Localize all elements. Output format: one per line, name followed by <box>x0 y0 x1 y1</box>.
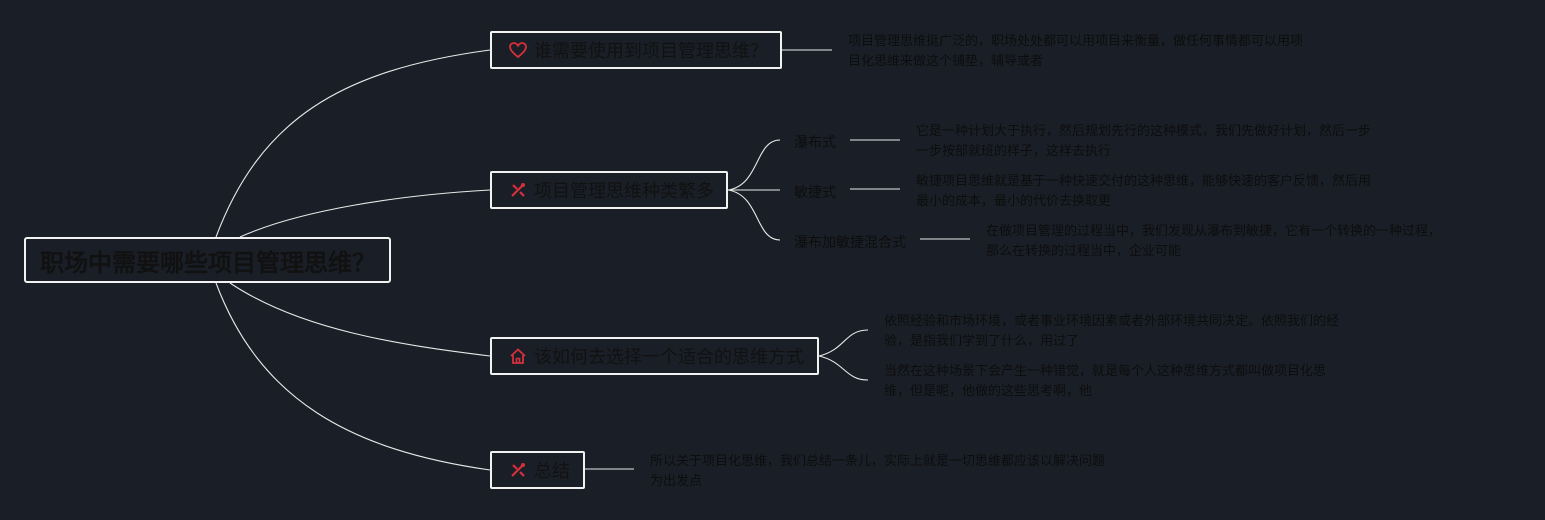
branch-types[interactable]: 项目管理思维种类繁多 <box>490 171 728 209</box>
branch-title: 谁需要使用到项目管理思维？ <box>534 41 768 62</box>
desc-line: 依照经验和市场环境，或者事业环境因素或者外部环境共同决定。依照我们的经 <box>884 314 1340 329</box>
connector-root-b1 <box>215 49 491 238</box>
connector-b3-c2 <box>818 355 869 381</box>
branch-title: 总结 <box>534 461 570 482</box>
child-hybrid-label[interactable]: 瀑布加敏捷混合式 <box>794 235 906 251</box>
desc-line: 项目管理思维挺广泛的，职场处处都可以用项目来衡量，做任何事情都可以用项 <box>848 34 1304 49</box>
heart-icon <box>509 42 527 59</box>
desc-line: 目化思维来做这个铺垫，辅导或者 <box>848 54 1044 69</box>
child-agile-label[interactable]: 敏捷式 <box>794 185 836 201</box>
child-experience-desc: 依照经验和市场环境，或者事业环境因素或者外部环境共同决定。依照我们的经 验，是指… <box>884 312 1339 352</box>
root-node[interactable]: 职场中需要哪些项目管理思维？ <box>24 237 391 283</box>
child-illusion-desc: 当然在这种场景下会产生一种错觉，就是每个人这种思维方式都叫做项目化思 维，但是呢… <box>884 362 1326 402</box>
tools-icon <box>511 183 525 197</box>
desc-line: 最小的成本，最小的代价去换取更 <box>916 194 1112 209</box>
desc-line: 一步按部就班的样子，这样去执行 <box>916 144 1112 159</box>
connector-b3-c1 <box>818 329 869 357</box>
connector-b2-c1 <box>727 139 781 191</box>
tools-icon <box>511 463 525 477</box>
child-waterfall-label[interactable]: 瀑布式 <box>794 135 836 151</box>
connector-root-b3 <box>229 282 491 357</box>
branch-title: 该如何去选择一个适合的思维方式 <box>534 347 804 368</box>
branch-description: 所以关于项目化思维，我们总结一条儿，实际上就是一切思维都应该以解决问题 为出发点 <box>650 452 1105 492</box>
branch-how-to-choose[interactable]: 该如何去选择一个适合的思维方式 <box>490 337 819 375</box>
child-waterfall-desc: 它是一种计划大于执行，然后规划先行的这种模式，我们先做好计划，然后一步 一步按部… <box>916 122 1371 162</box>
desc-line: 验，是指我们学到了什么，用过了 <box>884 334 1080 349</box>
branch-summary[interactable]: 总结 <box>490 451 585 489</box>
connector-root-b4 <box>215 282 491 471</box>
connector-b2-c3 <box>727 189 781 241</box>
root-title: 职场中需要哪些项目管理思维？ <box>40 248 376 277</box>
desc-line: 它是一种计划大于执行，然后规划先行的这种模式，我们先做好计划，然后一步 <box>916 124 1372 139</box>
desc-line: 敏捷项目思维就是基于一种快速交付的这种思维，能够快速的客户反馈，然后用 <box>916 174 1372 189</box>
desc-line: 所以关于项目化思维，我们总结一条儿，实际上就是一切思维都应该以解决问题 <box>650 454 1106 469</box>
desc-line: 在做项目管理的过程当中，我们发现从瀑布到敏捷，它有一个转换的一种过程， <box>986 224 1442 239</box>
desc-line: 维，但是呢，他做的这些思考啊，他 <box>884 384 1093 399</box>
child-hybrid-desc: 在做项目管理的过程当中，我们发现从瀑布到敏捷，它有一个转换的一种过程， 那么在转… <box>986 222 1441 262</box>
desc-line: 当然在这种场景下会产生一种错觉，就是每个人这种思维方式都叫做项目化思 <box>884 364 1327 379</box>
branch-description: 项目管理思维挺广泛的，职场处处都可以用项目来衡量，做任何事情都可以用项 目化思维… <box>848 32 1303 72</box>
branch-who-needs[interactable]: 谁需要使用到项目管理思维？ <box>490 31 782 69</box>
connector-root-b2 <box>239 189 491 238</box>
branch-title: 项目管理思维种类繁多 <box>534 181 714 202</box>
desc-line: 那么在转换的过程当中，企业可能 <box>986 244 1182 259</box>
child-agile-desc: 敏捷项目思维就是基于一种快速交付的这种思维，能够快速的客户反馈，然后用 最小的成… <box>916 172 1371 212</box>
desc-line: 为出发点 <box>650 474 703 489</box>
home-icon <box>510 348 526 364</box>
